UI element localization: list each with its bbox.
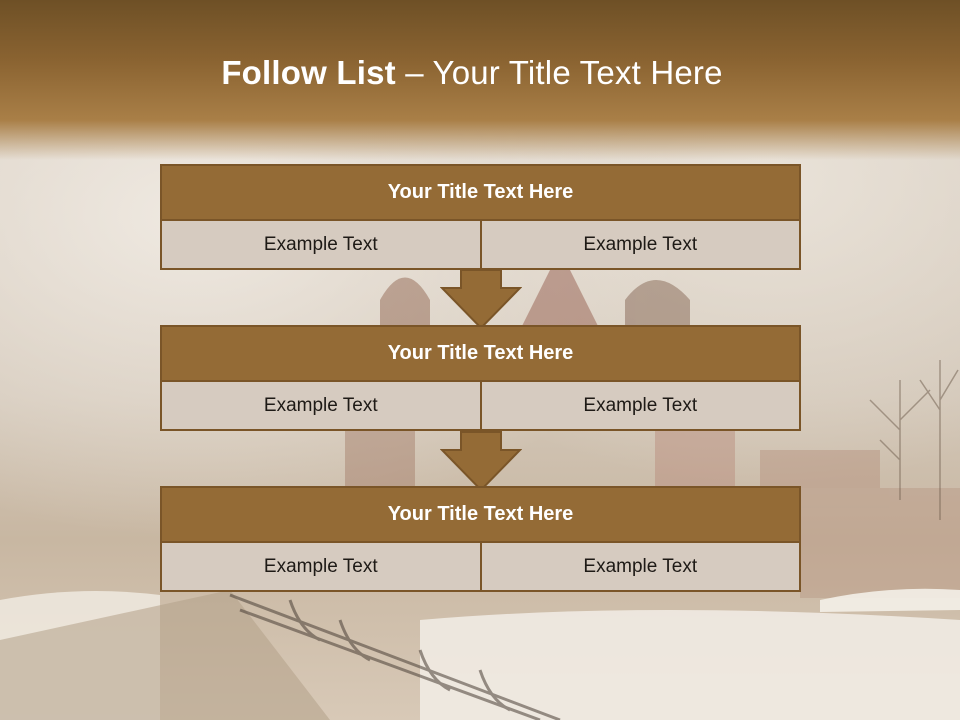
block-header: Your Title Text Here [160, 325, 801, 382]
block-cell-right: Example Text [481, 382, 801, 431]
block-header: Your Title Text Here [160, 486, 801, 543]
down-arrow-icon [440, 431, 522, 492]
block-cell-right: Example Text [481, 221, 801, 270]
block-row: Example Text Example Text [160, 221, 801, 270]
down-arrow-icon [440, 269, 522, 330]
slide-title-rest: – Your Title Text Here [395, 54, 723, 91]
follow-block-1: Your Title Text Here Example Text Exampl… [160, 164, 801, 270]
block-header: Your Title Text Here [160, 164, 801, 221]
block-row: Example Text Example Text [160, 543, 801, 592]
follow-block-2: Your Title Text Here Example Text Exampl… [160, 325, 801, 431]
block-cell-right: Example Text [481, 543, 801, 592]
block-cell-left: Example Text [160, 221, 482, 270]
block-row: Example Text Example Text [160, 382, 801, 431]
follow-block-3: Your Title Text Here Example Text Exampl… [160, 486, 801, 592]
block-cell-left: Example Text [160, 543, 482, 592]
slide-title: Follow List – Your Title Text Here [0, 54, 944, 92]
slide-title-bold: Follow List [221, 54, 396, 91]
block-cell-left: Example Text [160, 382, 482, 431]
